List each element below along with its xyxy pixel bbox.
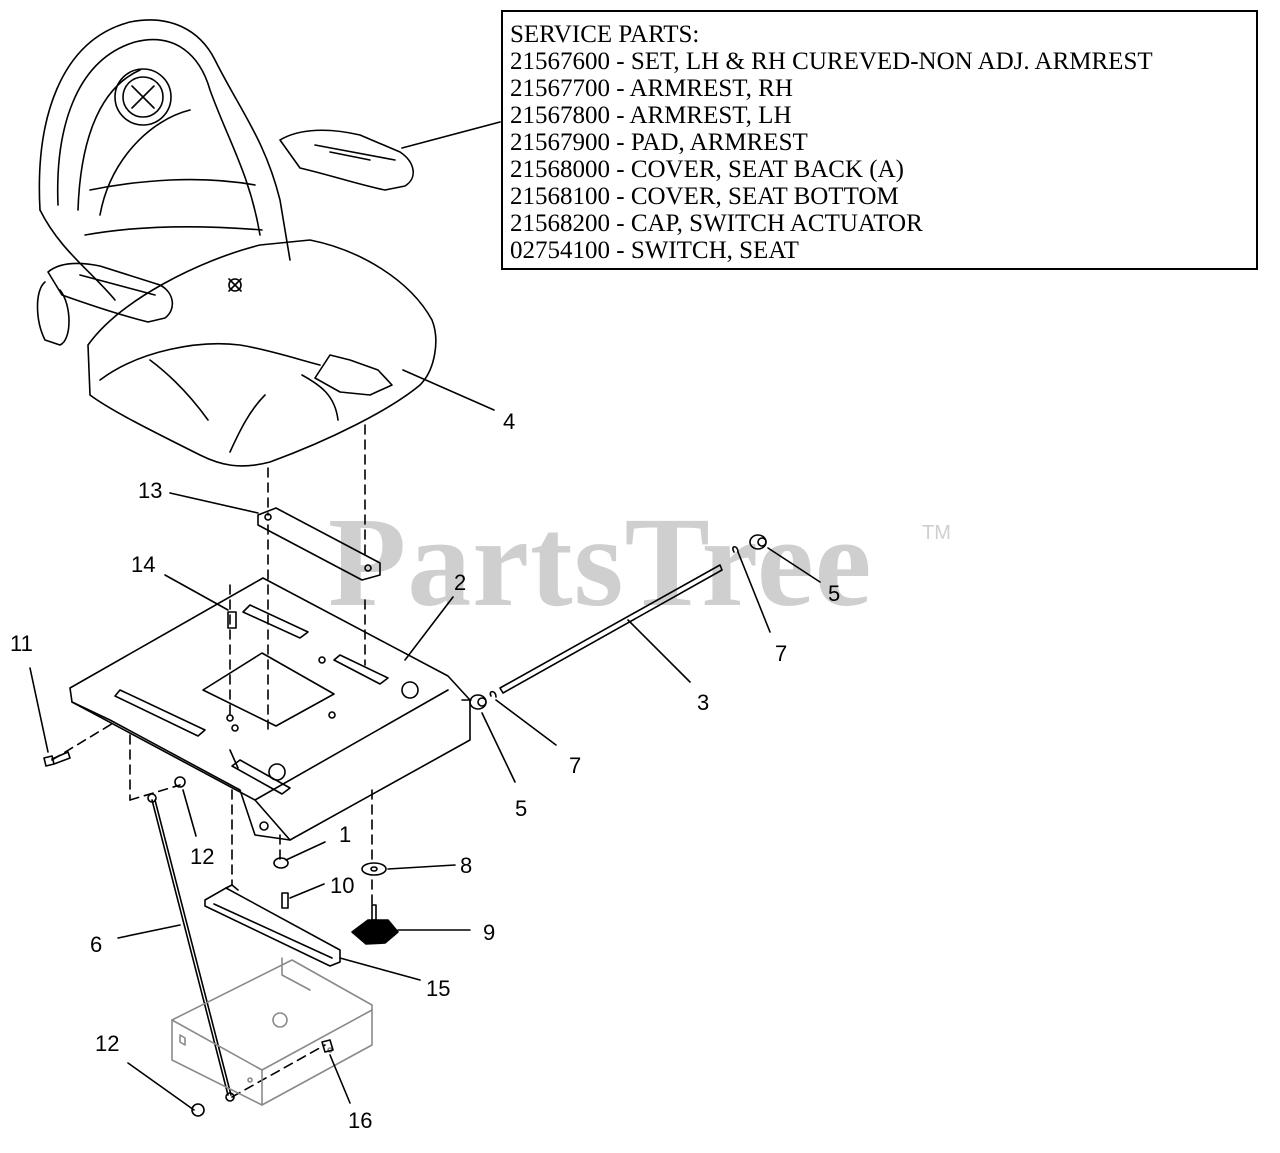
- service-part-line[interactable]: 02754100 - SWITCH, SEAT: [510, 237, 799, 264]
- trademark-mark: TM: [922, 522, 951, 544]
- rail-part-15[interactable]: [204, 884, 341, 967]
- callout-12-bottom[interactable]: 12: [95, 1031, 120, 1056]
- callout-1[interactable]: 1: [339, 822, 352, 847]
- service-part-line[interactable]: 21568200 - CAP, SWITCH ACTUATOR: [510, 210, 923, 237]
- base-bracket[interactable]: [171, 957, 373, 1106]
- service-part-line[interactable]: 21568000 - COVER, SEAT BACK (A): [510, 156, 904, 183]
- callout-16[interactable]: 16: [348, 1108, 373, 1133]
- service-part-line[interactable]: 21567700 - ARMREST, RH: [510, 75, 793, 102]
- callout-10[interactable]: 10: [330, 873, 355, 898]
- partstree-watermark: PartsTree: [328, 491, 873, 633]
- callout-12-top[interactable]: 12: [190, 844, 215, 869]
- knob-part-9[interactable]: [351, 904, 399, 945]
- washer-part-8[interactable]: [361, 862, 387, 876]
- rod-part-6[interactable]: [147, 793, 235, 1102]
- callout-4[interactable]: 4: [503, 409, 516, 434]
- callout-7-bottom[interactable]: 7: [569, 753, 582, 778]
- callout-5-bottom[interactable]: 5: [515, 796, 528, 821]
- seat-pan-part-2[interactable]: [69, 577, 471, 841]
- callout-9[interactable]: 9: [483, 920, 496, 945]
- rod-part-3[interactable]: [499, 564, 723, 694]
- callout-15[interactable]: 15: [426, 976, 451, 1001]
- seat-assembly[interactable]: [36, 19, 437, 467]
- alignment-lines: [51, 424, 476, 1098]
- callout-7-top[interactable]: 7: [775, 641, 788, 666]
- clip-part-7[interactable]: [489, 545, 739, 698]
- service-part-line[interactable]: 21567900 - PAD, ARMREST: [510, 129, 808, 156]
- callout-5-top[interactable]: 5: [828, 581, 841, 606]
- bracket-part-13[interactable]: [257, 507, 381, 581]
- service-part-line[interactable]: 21567600 - SET, LH & RH CUREVED-NON ADJ.…: [510, 48, 1153, 75]
- washer-part-1[interactable]: [273, 857, 289, 869]
- callout-11[interactable]: 11: [10, 631, 33, 656]
- pin-part-16[interactable]: [321, 1039, 334, 1053]
- callout-8[interactable]: 8: [460, 853, 473, 878]
- service-parts-heading: SERVICE PARTS:: [510, 21, 700, 48]
- callout-2[interactable]: 2: [454, 570, 467, 595]
- service-parts-box: SERVICE PARTS: 21567600 - SET, LH & RH C…: [501, 10, 1258, 270]
- service-part-line[interactable]: 21567800 - ARMREST, LH: [510, 102, 792, 129]
- callout-6[interactable]: 6: [90, 932, 103, 957]
- bolt-part-11[interactable]: [43, 751, 71, 767]
- callout-14[interactable]: 14: [131, 552, 156, 577]
- nut-part-12[interactable]: [174, 776, 205, 1117]
- screw-part-14[interactable]: [227, 611, 237, 629]
- callout-3[interactable]: 3: [697, 690, 710, 715]
- leader-lines: [29, 121, 821, 1111]
- callout-13[interactable]: 13: [138, 478, 163, 503]
- service-part-line[interactable]: 21568100 - COVER, SEAT BOTTOM: [510, 183, 899, 210]
- pin-part-10[interactable]: [281, 892, 289, 909]
- bushing-part-5[interactable]: [469, 534, 767, 710]
